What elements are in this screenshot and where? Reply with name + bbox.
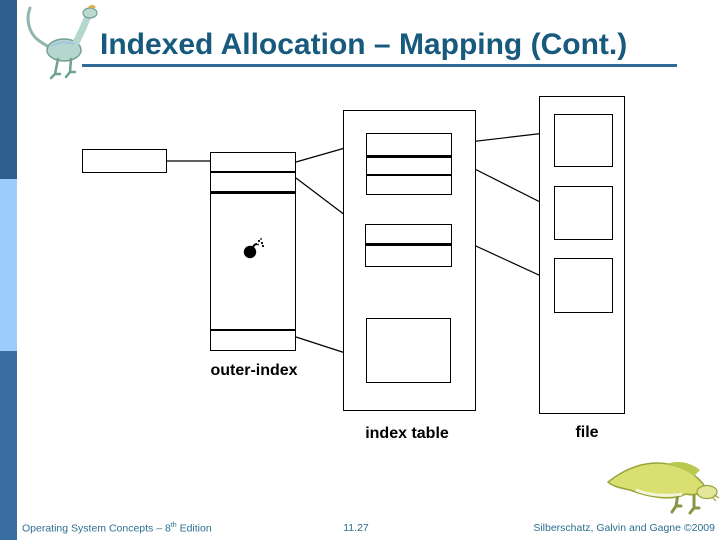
title-underline xyxy=(82,64,677,67)
outer-index-row-divider-2 xyxy=(211,329,295,331)
left-bar-top-segment xyxy=(0,0,17,179)
index-group2-divider-thick xyxy=(366,243,451,246)
index-group1-divider-thin xyxy=(367,174,451,176)
bomb-icon xyxy=(243,238,265,259)
footer-page-number: 11.27 xyxy=(343,522,369,534)
left-bar-middle-segment xyxy=(0,179,17,351)
footer-book-title-text: Operating System Concepts – 8 xyxy=(22,522,171,535)
footer-book-title: Operating System Concepts – 8th Edition xyxy=(22,522,212,535)
outer-index-row-divider-1 xyxy=(211,171,295,173)
entry-block xyxy=(82,149,167,173)
left-bar-bottom-segment xyxy=(0,351,17,540)
footer-credit: Silberschatz, Galvin and Gagne ©2009 xyxy=(533,522,715,534)
dinosaur-mascot-icon xyxy=(606,462,720,515)
footer-book-title-sup: th xyxy=(170,522,177,529)
file-label: file xyxy=(575,424,599,441)
file-data-block-3 xyxy=(554,258,613,313)
index-group1-divider-thick xyxy=(367,155,451,158)
file-data-block-2 xyxy=(554,186,613,240)
outer-index-label: outer-index xyxy=(210,362,298,379)
dinosaur-logo-icon xyxy=(26,5,98,80)
index-table-group-2 xyxy=(365,224,452,267)
slide-title: Indexed Allocation – Mapping (Cont.) xyxy=(100,28,628,61)
index-table-group-1 xyxy=(366,133,452,195)
index-table-block-3 xyxy=(366,318,451,383)
footer-book-title-edition: Edition xyxy=(176,522,212,535)
index-table-label: index table xyxy=(365,425,449,442)
file-data-block-1 xyxy=(554,114,613,167)
outer-index-row-divider-thick xyxy=(211,191,295,194)
